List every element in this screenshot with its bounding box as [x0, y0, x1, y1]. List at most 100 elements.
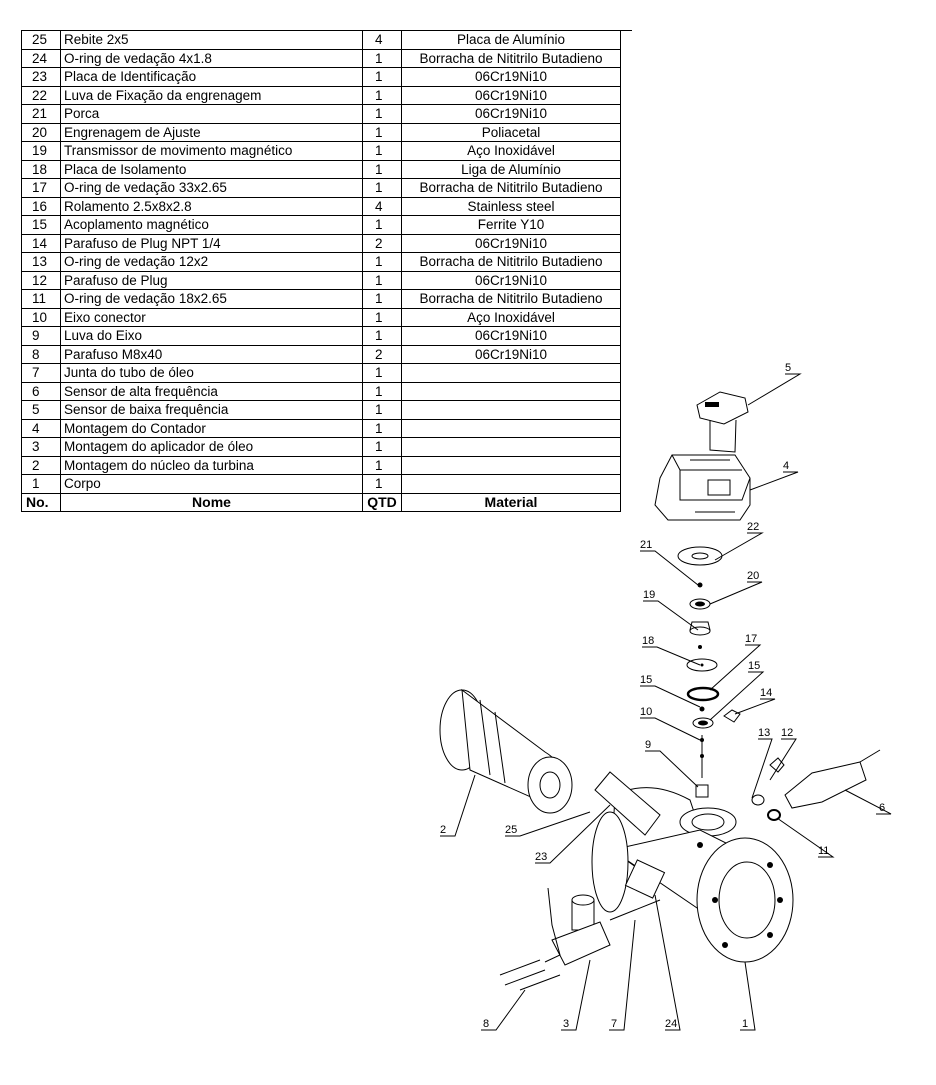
- callout-6: 6: [879, 802, 885, 814]
- nut-drawing: [697, 582, 703, 588]
- high-frequency-sensor-drawing: [751, 749, 881, 809]
- callout-23: 23: [535, 851, 547, 863]
- oil-applicator-drawing: [544, 887, 611, 966]
- callout-14: 14: [760, 687, 772, 699]
- cell-material: 06Cr19Ni10: [401, 67, 621, 87]
- callout-17: 17: [745, 633, 757, 645]
- callout-13: 13: [758, 727, 770, 739]
- cell-no: 12: [21, 270, 61, 290]
- callout-11: 11: [818, 845, 829, 857]
- cell-qty: 1: [362, 215, 402, 235]
- table-top-rule: [620, 30, 632, 31]
- callout-19: 19: [643, 589, 655, 601]
- callout-9: 9: [645, 739, 651, 751]
- cell-name: Transmissor de movimento magnético: [60, 141, 363, 161]
- cell-name: O-ring de vedação 33x2.65: [60, 178, 363, 198]
- cell-name: Acoplamento magnético: [60, 215, 363, 235]
- callout-7: 7: [611, 1018, 617, 1030]
- cell-material: Poliacetal: [401, 122, 621, 142]
- cell-qty: 4: [362, 196, 402, 216]
- cell-name: Montagem do núcleo da turbina: [60, 455, 363, 475]
- nameplate-drawing: [594, 771, 661, 836]
- cell-name: Junta do tubo de óleo: [60, 363, 363, 383]
- o-ring-18-drawing: [767, 809, 781, 821]
- cell-material: 06Cr19Ni10: [401, 233, 621, 253]
- cell-material: Borracha de Nititrilo Butadieno: [401, 48, 621, 68]
- callout-5: 5: [785, 362, 791, 374]
- callout-2: 2: [440, 824, 446, 836]
- cell-no: 22: [21, 85, 61, 105]
- cell-material: Ferrite Y10: [401, 215, 621, 235]
- table-header-row: No. Nome QTD Material: [21, 492, 621, 512]
- bolts-drawing: [499, 899, 661, 991]
- header-material: Material: [401, 492, 621, 512]
- callout-21: 21: [640, 539, 652, 551]
- cell-no: 18: [21, 159, 61, 179]
- callout-3: 3: [563, 1018, 569, 1030]
- cell-material: 06Cr19Ni10: [401, 344, 621, 364]
- connector-shaft-drawing: [695, 735, 709, 798]
- cell-name: O-ring de vedação 18x2.65: [60, 289, 363, 309]
- cell-material: Liga de Alumínio: [401, 159, 621, 179]
- cell-material: Borracha de Nititrilo Butadieno: [401, 289, 621, 309]
- cell-name: Placa de Identificação: [60, 67, 363, 87]
- low-frequency-sensor-drawing: [696, 391, 749, 453]
- cell-no: 16: [21, 196, 61, 216]
- cell-no: 23: [21, 67, 61, 87]
- cell-material: Borracha de Nititrilo Butadieno: [401, 178, 621, 198]
- callout-10: 10: [640, 706, 652, 718]
- callout-1: 1: [742, 1018, 748, 1030]
- header-no: No.: [21, 492, 61, 512]
- cell-material: Aço Inoxidável: [401, 307, 621, 327]
- cell-name: Placa de Isolamento: [60, 159, 363, 179]
- cell-name: Luva de Fixação da engrenagem: [60, 85, 363, 105]
- leader-lines: [440, 373, 892, 1031]
- o-ring-33-drawing: [686, 686, 720, 702]
- adjust-gear-drawing: [689, 598, 711, 610]
- cell-name: Engrenagem de Ajuste: [60, 122, 363, 142]
- header-name: Nome: [60, 492, 363, 512]
- cell-no: 19: [21, 141, 61, 161]
- cell-material: Aço Inoxidável: [401, 141, 621, 161]
- plug-screw-npt-drawing: [723, 709, 741, 723]
- counter-assembly-drawing: [654, 454, 751, 521]
- callout-18: 18: [642, 635, 654, 647]
- cell-no: 17: [21, 178, 61, 198]
- callout-labels: 5 4 22 21 20 19 18 17 15 15 14 10 13 12 …: [440, 362, 885, 1030]
- cell-name: Parafuso de Plug NPT 1/4: [60, 233, 363, 253]
- cell-material: Stainless steel: [401, 196, 621, 216]
- magnetic-coupling-drawing: [692, 706, 714, 729]
- header-qty: QTD: [362, 492, 402, 512]
- turbine-core-drawing: [439, 688, 573, 814]
- callout-8: 8: [483, 1018, 489, 1030]
- cell-qty: 1: [362, 141, 402, 161]
- callout-15-right: 15: [748, 660, 760, 672]
- callout-4: 4: [783, 460, 789, 472]
- callout-25: 25: [505, 824, 517, 836]
- callout-12: 12: [781, 727, 793, 739]
- gear-sleeve-drawing: [677, 546, 723, 566]
- insulation-plate-drawing: [686, 658, 718, 672]
- cell-material: 06Cr19Ni10: [401, 85, 621, 105]
